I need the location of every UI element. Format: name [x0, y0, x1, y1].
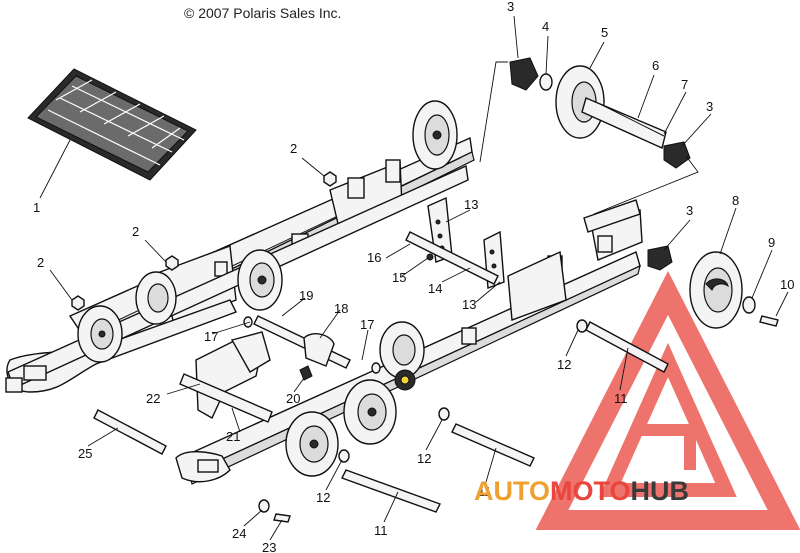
callout-6: 6: [652, 58, 659, 73]
callout-12-a: 12: [316, 490, 330, 505]
rear-axle-assembly: [509, 57, 691, 169]
callout-23: 23: [262, 540, 276, 553]
callout-16: 16: [367, 250, 381, 265]
callout-4: 4: [542, 19, 549, 34]
callout-2-a: 2: [290, 141, 297, 156]
track-part: [27, 68, 197, 181]
callout-3-b: 3: [706, 99, 713, 114]
callout-7: 7: [681, 77, 688, 92]
callout-1: 1: [33, 200, 40, 215]
callout-8: 8: [732, 193, 739, 208]
wheel-large-upper: [412, 100, 458, 170]
callout-14: 14: [428, 281, 442, 296]
callout-20: 20: [286, 391, 300, 406]
svg-text:AUTOMOTOHUB: AUTOMOTOHUB: [474, 476, 689, 506]
callout-19: 19: [299, 288, 313, 303]
callout-3-a: 3: [507, 0, 514, 14]
wheel-front-upper: [135, 271, 177, 325]
leader-lines: [39, 15, 789, 541]
callout-17-b: 17: [360, 317, 374, 332]
callout-12-b: 12: [417, 451, 431, 466]
callout-5: 5: [601, 25, 608, 40]
callout-10: 10: [780, 277, 794, 292]
callout-21: 21: [226, 429, 240, 444]
wheel-mid-upper: [237, 249, 283, 311]
callout-24: 24: [232, 526, 246, 541]
wheel-idler-lower: [394, 369, 416, 391]
callout-11-c: 11: [614, 391, 628, 406]
callout-17-a: 17: [204, 329, 218, 344]
callout-12-c: 12: [557, 357, 571, 372]
watermark-logo: [535, 271, 800, 530]
watermark-auto: AUTO: [474, 476, 550, 506]
rear-wheel-assembly: [647, 245, 779, 329]
callout-22: 22: [146, 391, 160, 406]
callout-11-a: 11: [374, 523, 388, 538]
callout-18: 18: [334, 301, 348, 316]
copyright-text: © 2007 Polaris Sales Inc.: [184, 5, 342, 21]
callout-13-b: 13: [462, 297, 476, 312]
callout-2-c: 2: [37, 255, 44, 270]
front-arm-assembly: [179, 315, 351, 423]
shafts: [93, 321, 669, 513]
callout-2-b: 2: [132, 224, 139, 239]
wheel-mid-lower: [379, 321, 425, 379]
callout-13-a: 13: [464, 197, 478, 212]
callout-3-c: 3: [686, 203, 693, 218]
wheel-lower-pair: [285, 379, 397, 477]
watermark-moto: MOTO: [550, 476, 631, 506]
center-bracket-assembly: [405, 196, 505, 289]
callout-11-b: 11: [478, 484, 492, 499]
callout-9: 9: [768, 235, 775, 250]
wheel-front-left: [77, 305, 123, 363]
callout-25: 25: [78, 446, 92, 461]
hardware-nuts: [71, 171, 588, 523]
watermark-hub: HUB: [631, 476, 690, 506]
callout-labels: 1 2 2 2 3 3 3 4 5 6 7 8 9 10 11 11 11 12…: [33, 0, 794, 553]
callout-15: 15: [392, 270, 406, 285]
watermark-wordmark: AUTOMOTOHUB: [474, 476, 689, 506]
